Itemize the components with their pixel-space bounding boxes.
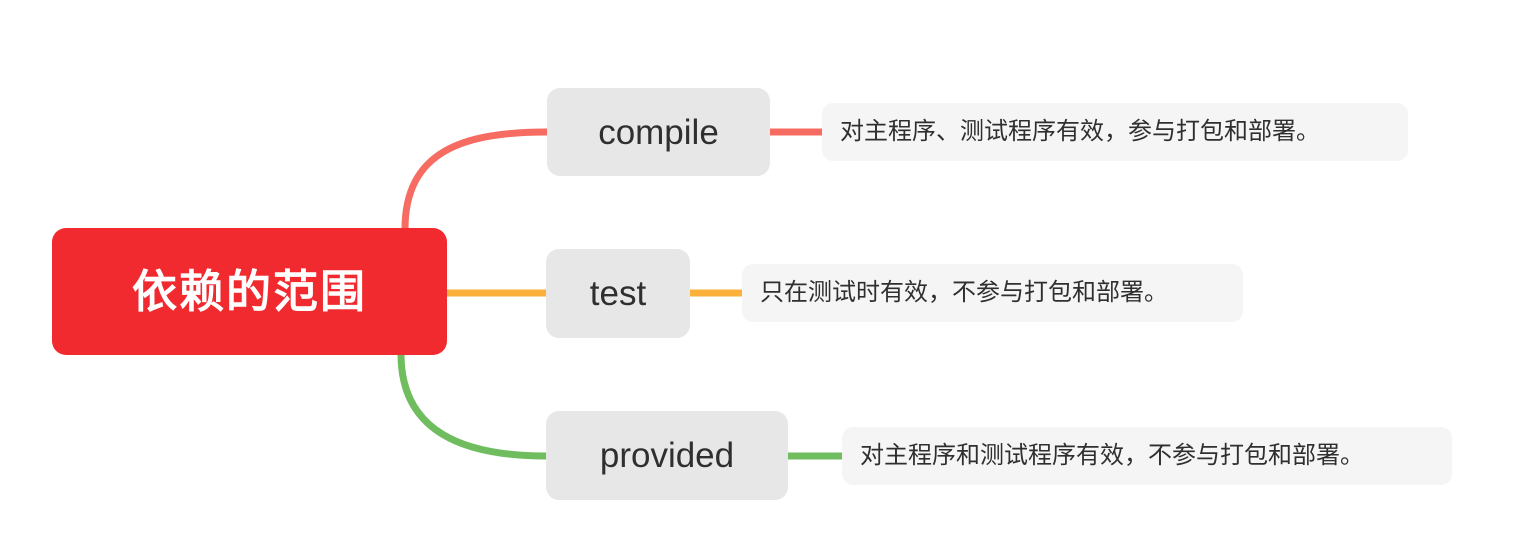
branch-node-test-label: test <box>589 274 647 313</box>
leaf-node-test[interactable]: 只在测试时有效，不参与打包和部署。 <box>742 264 1243 322</box>
leaf-node-provided-text: 对主程序和测试程序有效，不参与打包和部署。 <box>860 441 1364 469</box>
connector-root-to-provided <box>397 350 550 460</box>
connector-root-to-compile <box>401 128 551 233</box>
branch-node-provided-label: provided <box>599 436 735 475</box>
leaf-node-test-text: 只在测试时有效，不参与打包和部署。 <box>760 278 1168 306</box>
branch-node-compile-label: compile <box>598 112 719 152</box>
leaf-node-provided[interactable]: 对主程序和测试程序有效，不参与打包和部署。 <box>842 427 1452 485</box>
branch-node-test[interactable]: test <box>546 249 690 338</box>
root-node-label: 依赖的范围 <box>131 266 367 317</box>
leaf-node-compile[interactable]: 对主程序、测试程序有效，参与打包和部署。 <box>822 103 1408 161</box>
branch-node-provided[interactable]: provided <box>546 411 788 500</box>
root-node[interactable]: 依赖的范围 <box>52 228 447 355</box>
branch-node-compile[interactable]: compile <box>547 88 770 176</box>
leaf-node-compile-text: 对主程序、测试程序有效，参与打包和部署。 <box>840 117 1320 145</box>
